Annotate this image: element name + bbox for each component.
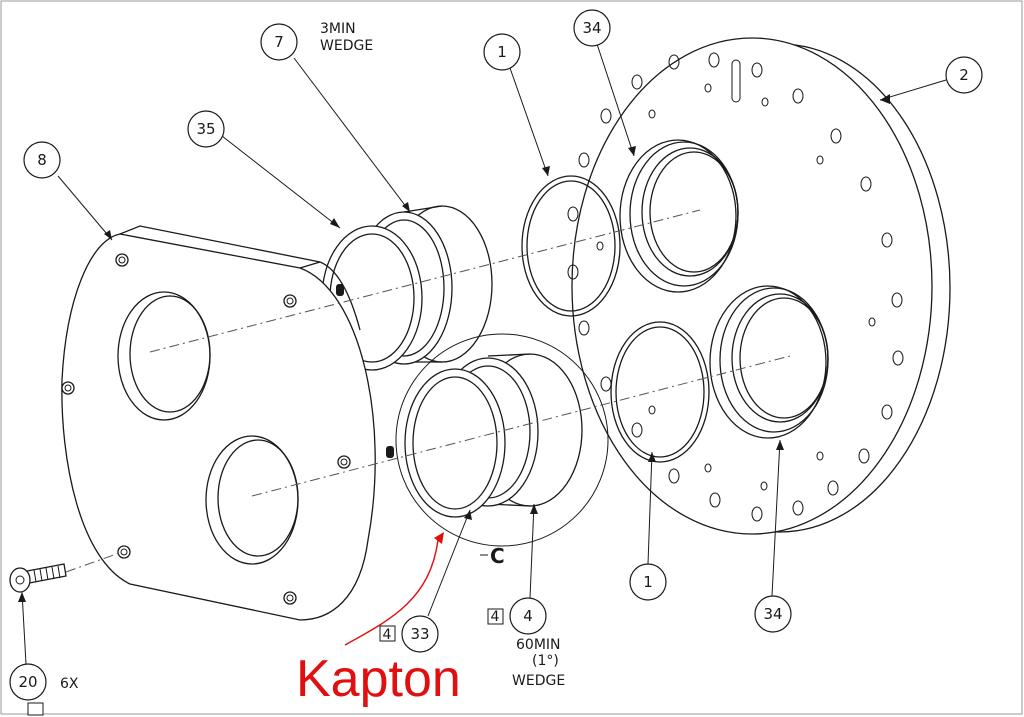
svg-text:4: 4 (491, 609, 500, 625)
balloon-34-bottom: 34 (754, 595, 792, 633)
kapton-annotation: Kapton (296, 650, 461, 708)
wedge4-note-line1: 60MIN (516, 637, 561, 653)
balloon-1-top: 1 (483, 33, 521, 71)
svg-text:7: 7 (274, 33, 284, 51)
balloon-33: 33 (401, 615, 439, 653)
balloon-7: 7 (260, 23, 298, 61)
svg-text:34: 34 (763, 605, 782, 623)
balloon-35: 35 (187, 110, 225, 148)
lower-axis-centerline (251, 355, 791, 497)
wedge7-note-line2: WEDGE (320, 38, 373, 54)
flange-bolt-holes (567, 52, 904, 522)
svg-text:35: 35 (196, 120, 215, 138)
balloon-2: 2 (945, 56, 983, 94)
balloon-20: 20 (9, 663, 47, 701)
balloon-34-top: 34 (573, 9, 611, 47)
screw-quantity-note: 6X (60, 676, 79, 692)
svg-text:2: 2 (959, 66, 969, 84)
svg-text:1: 1 (497, 43, 507, 61)
upper-axis-centerline (149, 209, 701, 353)
plate-screw-heads (61, 253, 351, 605)
svg-text:4: 4 (383, 627, 392, 643)
svg-text:20: 20 (18, 673, 37, 691)
part-20-cap-screw (9, 563, 67, 593)
kapton-arrow (344, 539, 439, 646)
screw-axis-centerline (65, 551, 123, 573)
box-note-33: 4 (379, 625, 396, 643)
balloon-4: 4 (509, 597, 547, 635)
balloon-8: 8 (23, 141, 61, 179)
part-8-clamp-plate (61, 225, 394, 621)
wedge4-note-line2: (1°) (532, 653, 559, 669)
detail-circle-c (395, 333, 609, 547)
svg-text:34: 34 (582, 19, 601, 37)
wedge4-note-line3: WEDGE (512, 673, 565, 689)
part-1-lower-oring (610, 321, 710, 463)
svg-text:4: 4 (523, 607, 533, 625)
leader-lines (18, 43, 947, 665)
svg-text:8: 8 (37, 151, 47, 169)
box-note-20-partial (27, 702, 44, 716)
part-34-lower-window (709, 285, 829, 439)
box-note-4: 4 (487, 608, 504, 625)
detail-c-label: C (490, 544, 505, 568)
svg-text:1: 1 (643, 573, 653, 591)
part-34-upper-window (619, 139, 739, 293)
part-2-flange-disc (567, 37, 951, 535)
balloon-1-bottom: 1 (629, 563, 667, 601)
part-1-upper-oring (521, 175, 621, 317)
svg-text:33: 33 (410, 625, 429, 643)
wedge7-note-line1: 3MIN (320, 21, 356, 37)
